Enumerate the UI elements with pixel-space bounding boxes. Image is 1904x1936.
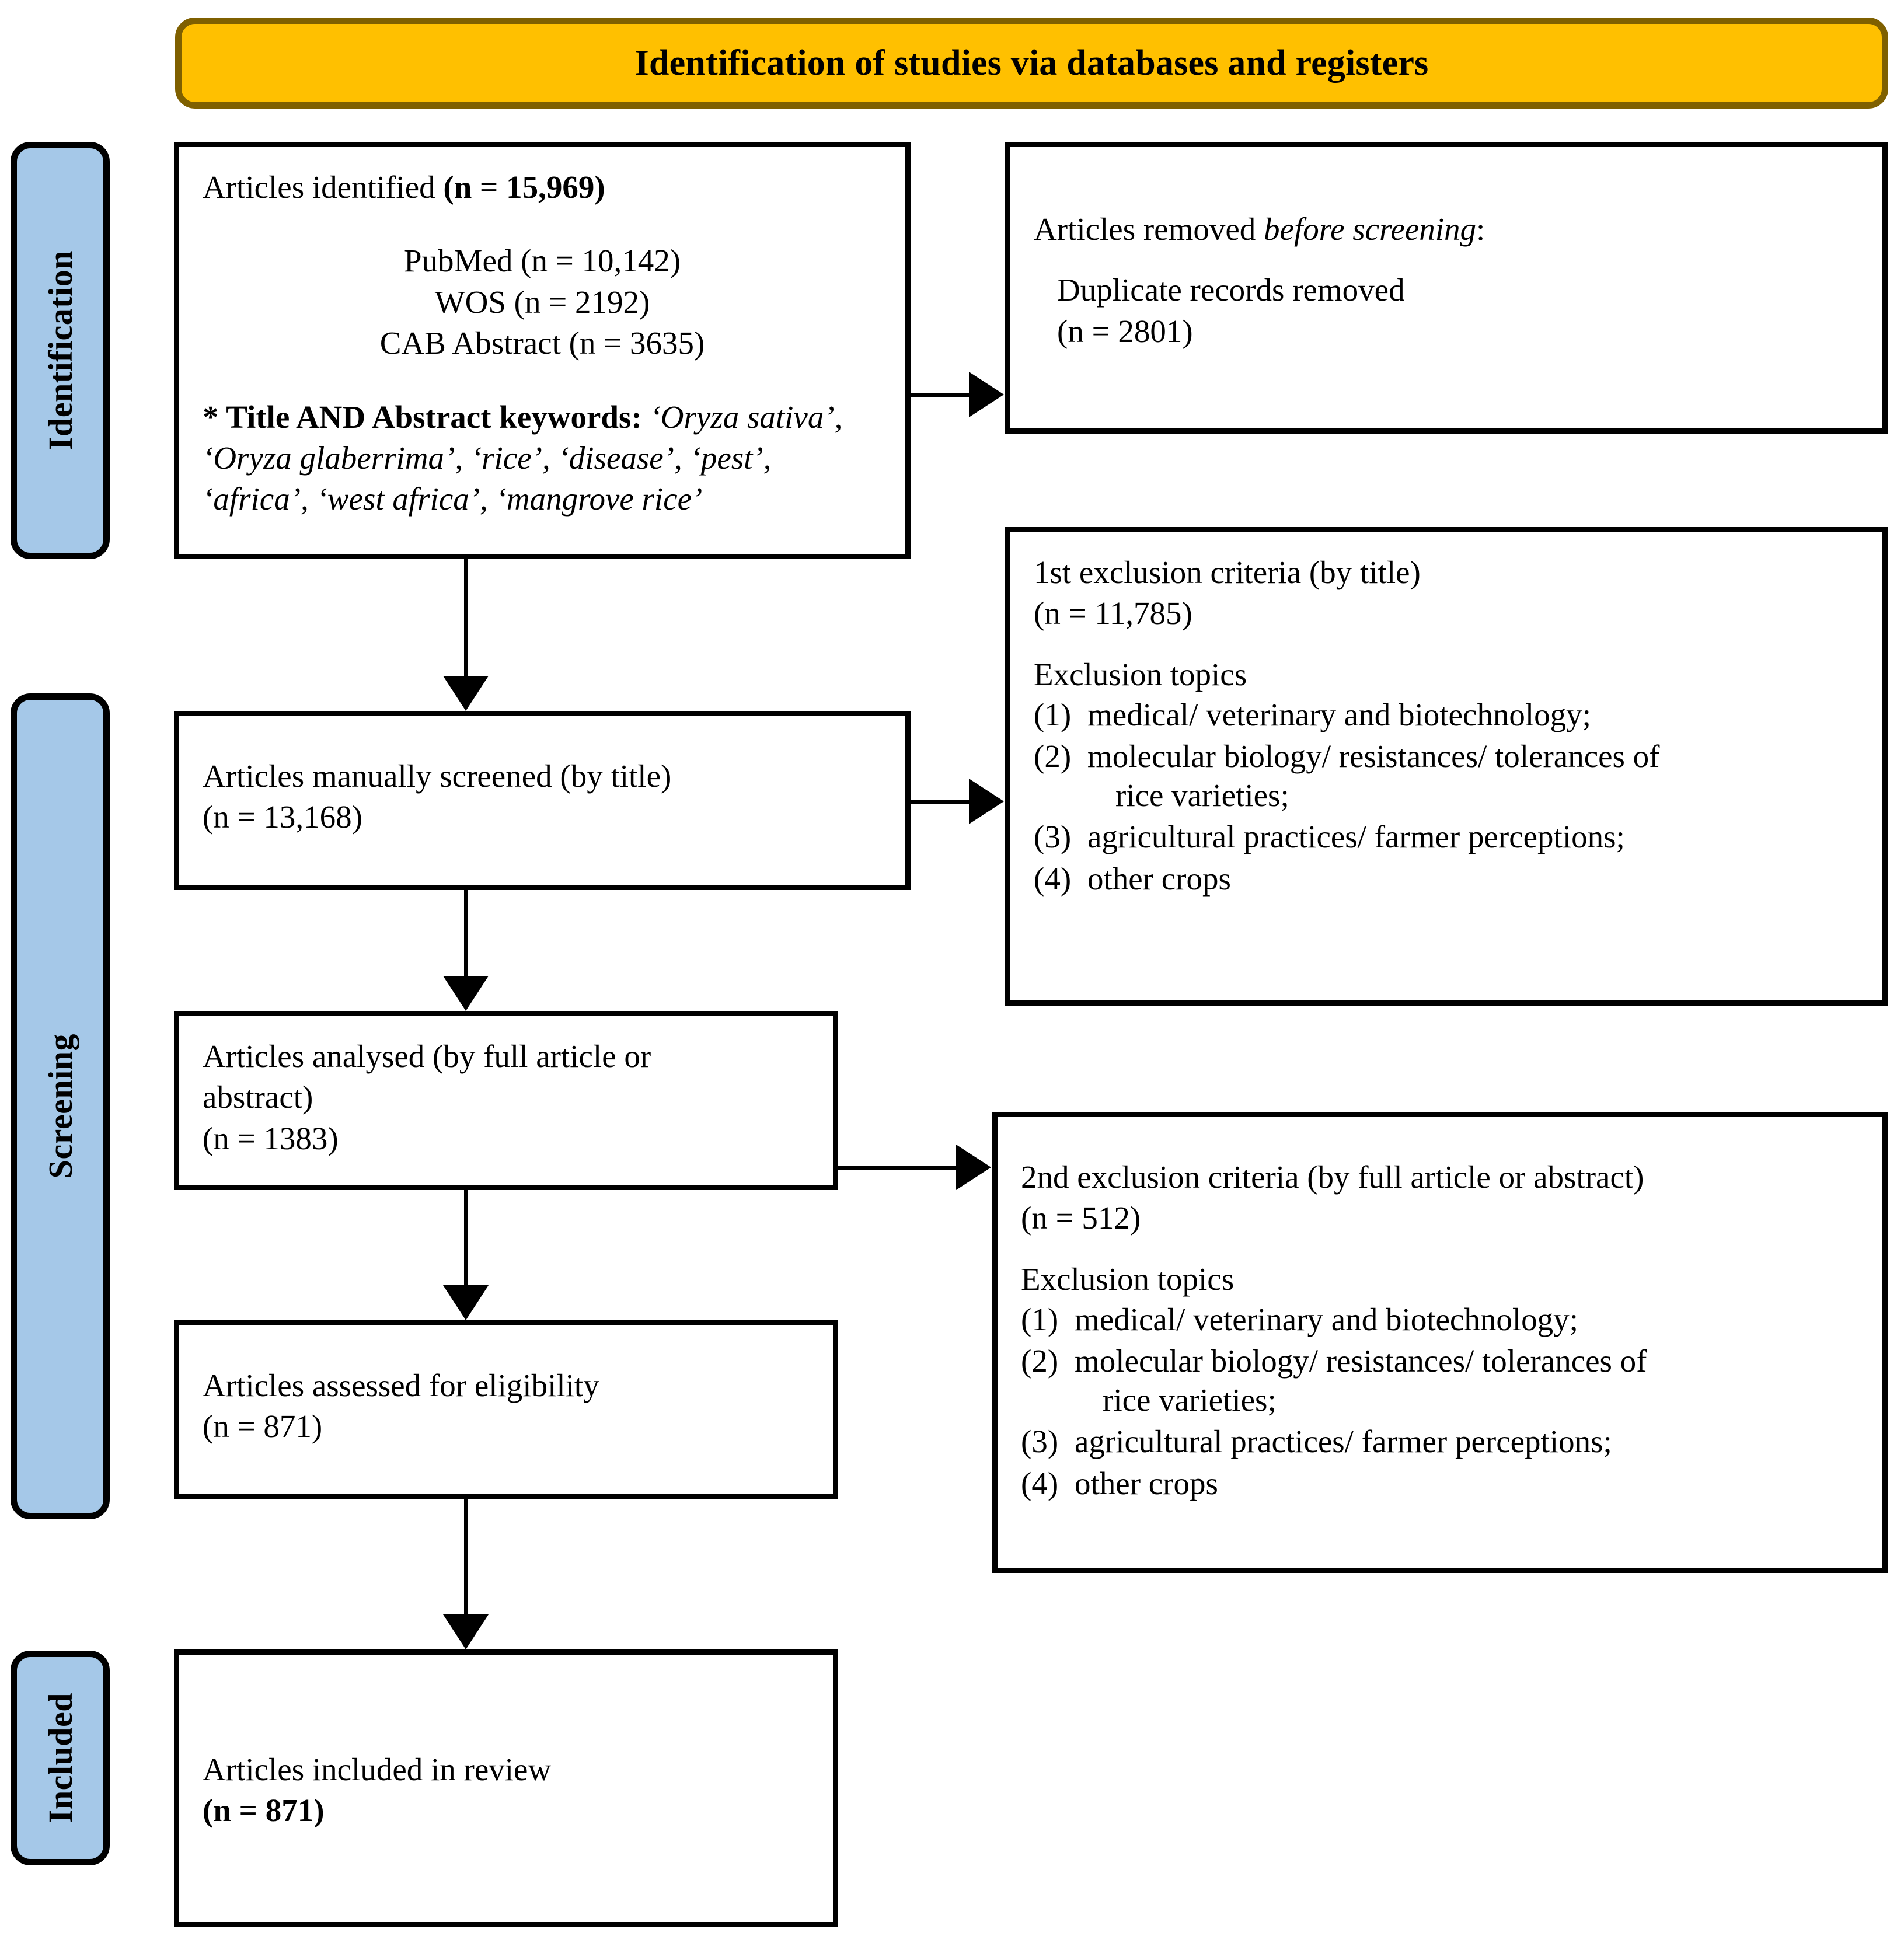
exclusion-1-topic-2-text: agricultural practices/ farmer perceptio… — [1087, 819, 1625, 855]
box-second-exclusion-criteria: 2nd exclusion criteria (by full article … — [992, 1112, 1888, 1573]
stage-pill-included: Included — [11, 1651, 110, 1865]
screened-label: Articles manually screened (by title) — [203, 758, 672, 794]
removed-before-headline: Articles removed before screening: — [1034, 209, 1859, 250]
stage-label-included: Included — [41, 1693, 79, 1823]
exclusion-1-topic-1-text-wrap: molecular biology/ resistances/ toleranc… — [1087, 737, 1859, 815]
box-articles-manually-screened: Articles manually screened (by title) (n… — [174, 711, 911, 890]
keywords-value: ‘Oryza sativa’, ‘Oryza glaberrima’, ‘ric… — [203, 399, 843, 517]
list-item: (4) other crops — [1021, 1464, 1859, 1503]
assessed-content: Articles assessed for eligibility (n = 8… — [203, 1345, 810, 1447]
connector-identified-to-screened — [464, 559, 468, 678]
stage-label-screening: Screening — [41, 1034, 79, 1179]
arrowhead-analysed-to-assessed — [443, 1285, 489, 1320]
connector-screened-to-analysed — [464, 890, 468, 978]
box-articles-assessed-for-eligibility: Articles assessed for eligibility (n = 8… — [174, 1320, 838, 1499]
analysed-content: Articles analysed (by full article or ab… — [203, 1036, 810, 1159]
stage-pill-screening: Screening — [11, 693, 110, 1519]
exclusion-2-topic-2-text: agricultural practices/ farmer perceptio… — [1075, 1424, 1612, 1460]
keywords-label: * Title AND Abstract keywords: — [203, 399, 642, 435]
connector-screened-to-exclusion-1 — [909, 800, 974, 804]
exclusion-1-topic-1-num: (2) — [1034, 738, 1072, 775]
exclusion-2-topic-2-num: (3) — [1021, 1424, 1059, 1460]
exclusion-1-topic-3-text: other crops — [1087, 860, 1231, 897]
removed-before-prefix: Articles removed — [1034, 211, 1264, 247]
articles-identified-content: Articles identified (n = 15,969) PubMed … — [203, 167, 882, 520]
source-wos: WOS (n = 2192) — [434, 284, 650, 320]
exclusion-2-topics-label: Exclusion topics — [1021, 1261, 1235, 1297]
analysed-label-line2: abstract) — [203, 1079, 313, 1115]
exclusion-2-content: 2nd exclusion criteria (by full article … — [1021, 1137, 1859, 1503]
exclusion-2-topic-1-cont: rice varieties; — [1103, 1382, 1277, 1418]
page-title: Identification of studies via databases … — [634, 43, 1429, 83]
list-item: (1) medical/ veterinary and biotechnolog… — [1021, 1300, 1859, 1339]
stage-label-identification: Identification — [41, 250, 79, 451]
exclusion-2-topic-0-text: medical/ veterinary and biotechnology; — [1075, 1302, 1578, 1338]
source-cab-abstract: CAB Abstract (n = 3635) — [379, 325, 705, 361]
exclusion-2-topic-3-num: (4) — [1021, 1465, 1059, 1501]
arrowhead-analysed-to-exclusion-2 — [956, 1145, 991, 1190]
duplicate-records-removed-count: (n = 2801) — [1057, 313, 1193, 349]
arrowhead-assessed-to-included — [443, 1614, 489, 1649]
duplicate-records-removed-label: Duplicate records removed — [1057, 272, 1405, 308]
exclusion-1-topic-3-num: (4) — [1034, 860, 1072, 897]
assessed-count: (n = 871) — [203, 1408, 323, 1445]
analysed-count: (n = 1383) — [203, 1120, 339, 1156]
exclusion-1-topic-2-num: (3) — [1034, 819, 1072, 855]
arrowhead-screened-to-exclusion-1 — [969, 779, 1004, 824]
screened-count: (n = 13,168) — [203, 799, 362, 835]
exclusion-1-content: 1st exclusion criteria (by title) (n = 1… — [1034, 552, 1859, 898]
box-articles-identified: Articles identified (n = 15,969) PubMed … — [174, 142, 911, 559]
list-item: (4) other crops — [1034, 859, 1859, 898]
exclusion-2-topic-list: (1) medical/ veterinary and biotechnolog… — [1021, 1300, 1859, 1502]
articles-identified-count: (n = 15,969) — [443, 169, 605, 205]
exclusion-1-topics-label: Exclusion topics — [1034, 656, 1247, 692]
keywords-line: * Title AND Abstract keywords: ‘Oryza sa… — [203, 397, 882, 520]
exclusion-1-count: (n = 11,785) — [1034, 595, 1192, 632]
list-item: (2) molecular biology/ resistances/ tole… — [1021, 1341, 1859, 1419]
exclusion-1-topic-0-text: medical/ veterinary and biotechnology; — [1087, 697, 1591, 733]
removed-before-content: Articles removed before screening: Dupli… — [1034, 167, 1859, 352]
exclusion-2-topic-1-text: molecular biology/ resistances/ toleranc… — [1075, 1343, 1647, 1379]
arrowhead-identified-to-screened — [443, 676, 489, 711]
included-label: Articles included in review — [203, 1752, 552, 1787]
assessed-label: Articles assessed for eligibility — [203, 1368, 599, 1403]
source-pubmed: PubMed (n = 10,142) — [403, 243, 681, 279]
connector-identified-to-removed — [909, 393, 974, 397]
arrowhead-screened-to-analysed — [443, 976, 489, 1011]
removed-before-suffix: : — [1476, 211, 1485, 247]
list-item: (3) agricultural practices/ farmer perce… — [1021, 1422, 1859, 1461]
articles-identified-title: Articles identified — [203, 169, 444, 205]
box-articles-analysed: Articles analysed (by full article or ab… — [174, 1011, 838, 1190]
exclusion-2-title: 2nd exclusion criteria (by full article … — [1021, 1159, 1644, 1195]
included-content: Articles included in review (n = 871) — [203, 1675, 810, 1832]
list-item: (1) medical/ veterinary and biotechnolog… — [1034, 695, 1859, 734]
list-item: (3) agricultural practices/ farmer perce… — [1034, 817, 1859, 856]
exclusion-1-topic-list: (1) medical/ veterinary and biotechnolog… — [1034, 695, 1859, 898]
connector-assessed-to-included — [464, 1499, 468, 1616]
exclusion-1-topic-0-num: (1) — [1034, 697, 1072, 733]
connector-analysed-to-exclusion-2 — [837, 1166, 958, 1170]
exclusion-2-topic-1-text-wrap: molecular biology/ resistances/ toleranc… — [1075, 1341, 1859, 1419]
removed-before-emphasis: before screening — [1264, 211, 1477, 247]
exclusion-1-title: 1st exclusion criteria (by title) — [1034, 554, 1421, 590]
arrowhead-identified-to-removed — [969, 372, 1004, 417]
articles-identified-title-line: Articles identified (n = 15,969) — [203, 167, 882, 208]
diagram-header-banner: Identification of studies via databases … — [175, 18, 1888, 109]
list-item: (2) molecular biology/ resistances/ tole… — [1034, 737, 1859, 815]
screened-content: Articles manually screened (by title) (n… — [203, 736, 882, 838]
box-articles-removed-before-screening: Articles removed before screening: Dupli… — [1005, 142, 1888, 434]
connector-analysed-to-assessed — [464, 1190, 468, 1286]
exclusion-1-topic-1-text: molecular biology/ resistances/ toleranc… — [1087, 738, 1660, 775]
box-first-exclusion-criteria: 1st exclusion criteria (by title) (n = 1… — [1005, 527, 1888, 1006]
exclusion-2-topic-0-num: (1) — [1021, 1302, 1059, 1338]
analysed-label-line1: Articles analysed (by full article or — [203, 1038, 651, 1074]
exclusion-2-count: (n = 512) — [1021, 1200, 1141, 1236]
exclusion-2-topic-1-num: (2) — [1021, 1343, 1059, 1379]
stage-pill-identification: Identification — [11, 142, 110, 559]
exclusion-1-topic-1-cont: rice varieties; — [1115, 777, 1289, 814]
box-articles-included-in-review: Articles included in review (n = 871) — [174, 1649, 838, 1927]
exclusion-2-topic-3-text: other crops — [1075, 1465, 1218, 1501]
included-count: (n = 871) — [203, 1792, 325, 1829]
